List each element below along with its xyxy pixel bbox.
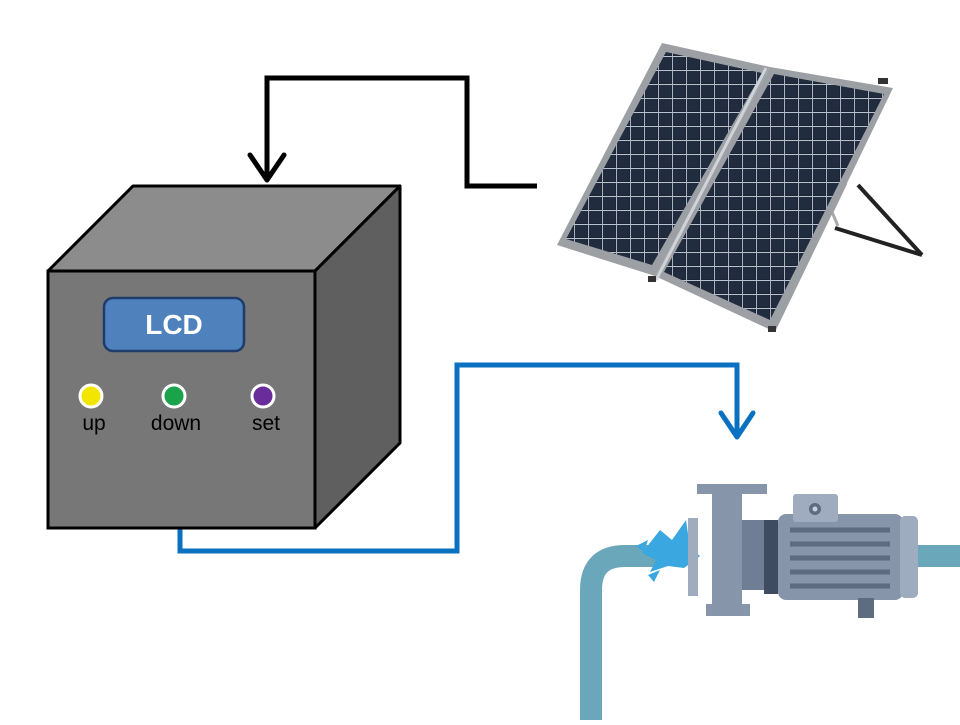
lcd-display	[102, 296, 246, 353]
set-button-led[interactable]	[250, 383, 276, 409]
up-button-led[interactable]	[78, 383, 104, 409]
down-button-label: down	[151, 412, 201, 435]
power-wire	[247, 75, 537, 189]
power-arrow-icon	[247, 152, 287, 183]
signal-arrow-icon	[718, 410, 756, 440]
up-button-label: up	[82, 412, 105, 435]
controller-box: LCD up down set	[46, 184, 402, 530]
lcd-label: LCD	[145, 309, 203, 340]
water-pump-icon	[580, 484, 960, 720]
down-button-led[interactable]	[161, 383, 187, 409]
set-button-label: set	[252, 412, 280, 435]
solar-panel-icon	[557, 43, 924, 332]
signal-wire	[177, 362, 756, 554]
